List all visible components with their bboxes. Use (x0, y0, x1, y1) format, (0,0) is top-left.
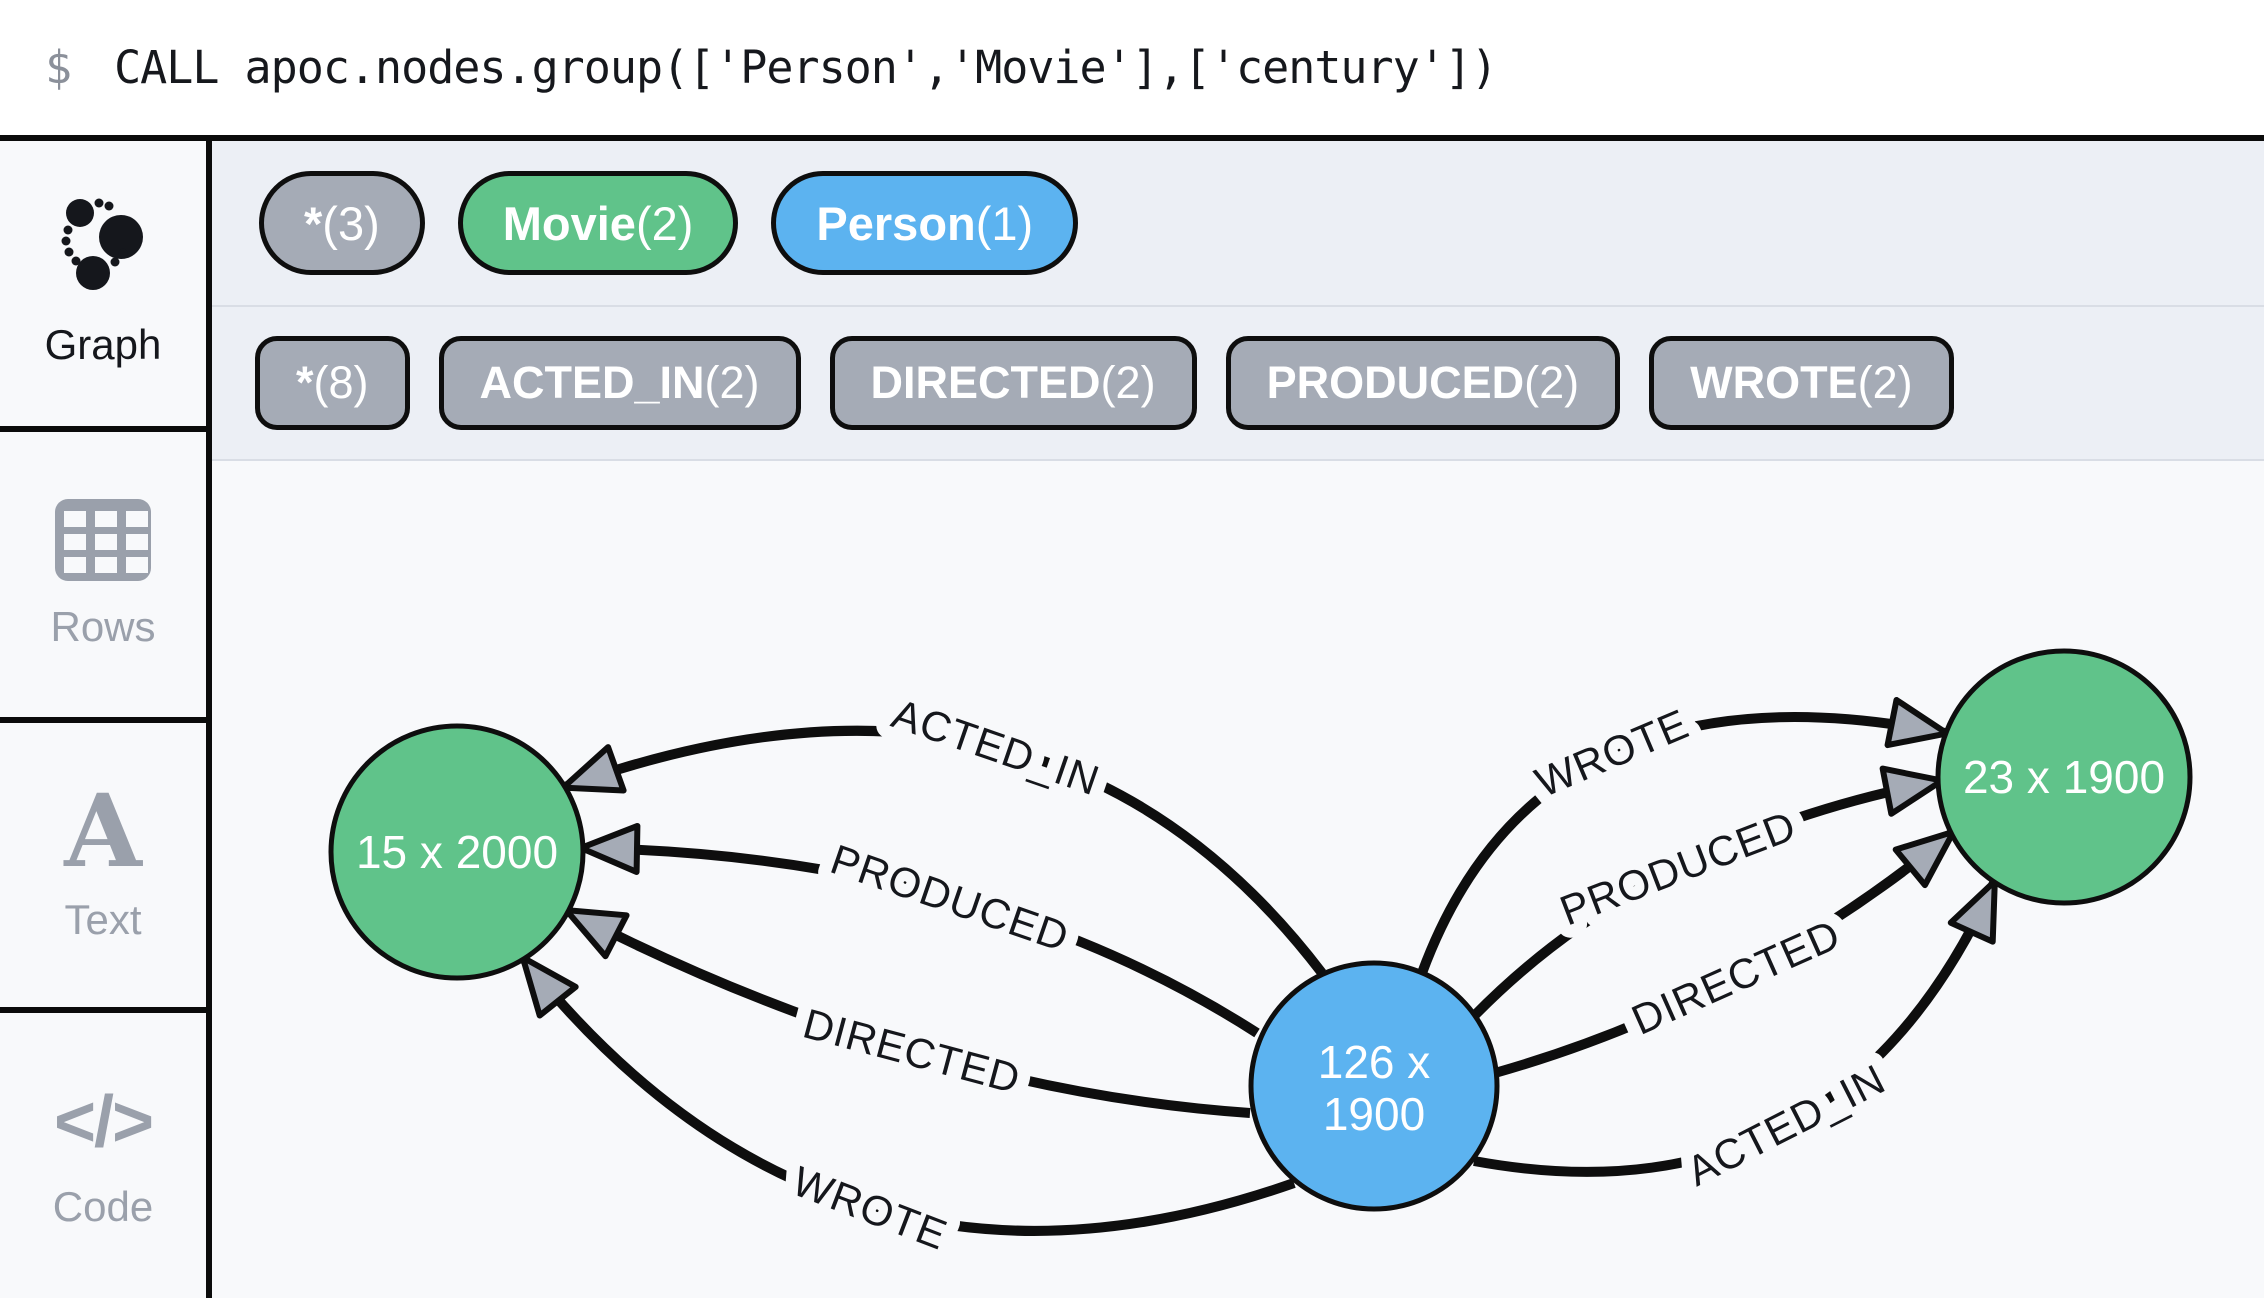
sidebar-tab-graph[interactable]: Graph (0, 141, 206, 432)
edge-acted-in-left[interactable] (560, 725, 1326, 977)
rel-type-pill-all[interactable]: *(8) (255, 336, 410, 430)
edge-wrote-left[interactable] (519, 954, 1296, 1236)
code-brackets-icon: </> (53, 1081, 154, 1162)
graph-result-panel: *(3) Movie(2) Person(1) *(8) ACTED_IN(2)… (212, 141, 2264, 1298)
node-caption: 15 x 2000 (356, 826, 558, 878)
edge-label[interactable]: ACTED_IN (873, 677, 1118, 818)
sidebar-tab-label: Code (52, 1182, 154, 1230)
prompt-symbol: $ (45, 41, 73, 94)
sidebar-tab-rows[interactable]: Rows (0, 432, 206, 723)
graph-node-person-1900[interactable]: 126 x 1900 (1248, 960, 1500, 1212)
sidebar-tab-code[interactable]: </> Code (0, 1013, 206, 1298)
rel-type-pill-produced[interactable]: PRODUCED(2) (1225, 336, 1621, 430)
edge-label[interactable]: WROTE (773, 1144, 966, 1272)
node-label-pill-all[interactable]: *(3) (259, 171, 425, 275)
node-label-pill-person[interactable]: Person(1) (771, 171, 1079, 275)
edge-label[interactable]: ACTED_IN (1666, 1042, 1906, 1208)
graph-node-movie-2000[interactable]: 15 x 2000 (328, 723, 586, 981)
relationship-types-row: *(8) ACTED_IN(2) DIRECTED(2) PRODUCED(2)… (212, 307, 2264, 461)
node-label-pill-movie[interactable]: Movie(2) (457, 171, 739, 275)
rel-type-pill-directed[interactable]: DIRECTED(2) (829, 336, 1197, 430)
sidebar-tab-label: Rows (50, 603, 156, 651)
sidebar-tab-label: Text (64, 895, 142, 943)
rel-type-pill-acted-in[interactable]: ACTED_IN(2) (438, 336, 801, 430)
edge-wrote-right[interactable] (1417, 696, 1950, 975)
result-view-sidebar: Graph Rows A Text </> Code (0, 141, 212, 1298)
edge-produced-right[interactable] (1470, 765, 1945, 1020)
edge-label[interactable]: PRODUCED (812, 822, 1088, 973)
node-caption: 126 x (1318, 1036, 1431, 1088)
edge-directed-left[interactable] (563, 906, 1251, 1118)
command-bar: $ CALL apoc.nodes.group(['Person','Movie… (0, 0, 2264, 141)
edge-produced-left[interactable] (578, 822, 1260, 1038)
rel-type-pill-wrote[interactable]: WROTE(2) (1649, 336, 1954, 430)
edge-label[interactable]: DIRECTED (1612, 897, 1861, 1057)
graph-visualization: ACTED_IN PRODUCED DIRECTED WROTE WROTE P… (328, 648, 2193, 1272)
node-labels-row: *(3) Movie(2) Person(1) (212, 141, 2264, 307)
node-caption: 23 x 1900 (1963, 751, 2165, 803)
neo4j-graph-icon (61, 198, 143, 291)
letter-a-icon: A (64, 771, 142, 890)
content-area: Graph Rows A Text </> Code (0, 141, 2264, 1298)
node-caption: 1900 (1323, 1088, 1425, 1140)
sidebar-tab-label: Graph (44, 321, 162, 369)
edge-label[interactable]: DIRECTED (785, 986, 1038, 1115)
table-grid-icon (55, 499, 151, 582)
sidebar-tab-text[interactable]: A Text (0, 723, 206, 1014)
graph-node-movie-1900[interactable]: 23 x 1900 (1935, 648, 2193, 906)
graph-canvas[interactable]: ACTED_IN PRODUCED DIRECTED WROTE WROTE P… (212, 461, 2264, 1298)
edge-label[interactable]: WROTE (1516, 687, 1709, 819)
edge-label[interactable]: PRODUCED (1541, 789, 1816, 948)
cypher-query-input[interactable]: CALL apoc.nodes.group(['Person','Movie']… (114, 41, 1498, 94)
edge-directed-right[interactable] (1493, 828, 1957, 1078)
edge-acted-in-right[interactable] (1473, 878, 1999, 1177)
